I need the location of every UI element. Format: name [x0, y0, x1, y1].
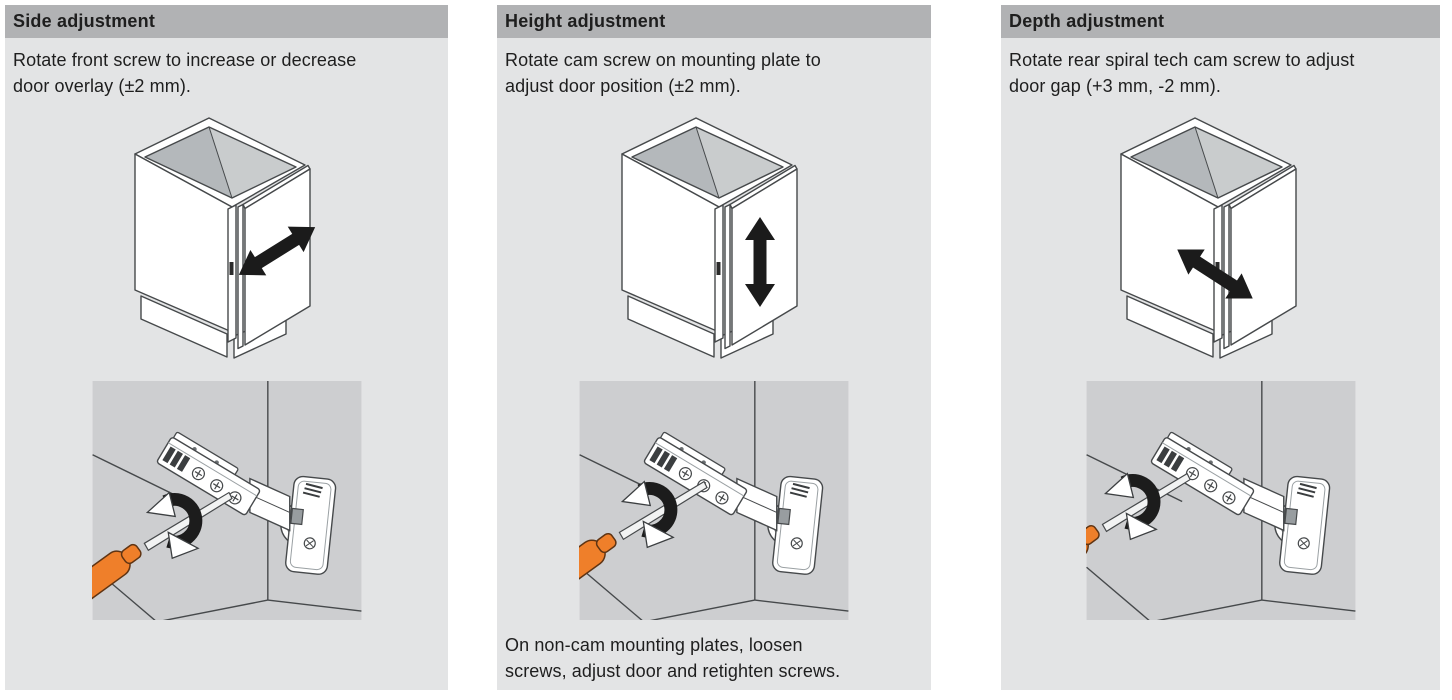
- hinge-illustration-height: [579, 381, 849, 620]
- cabinet-illustration-height: [621, 117, 798, 359]
- description-line: adjust door position (±2 mm).: [505, 76, 741, 96]
- panel-description: Rotate front screw to increase or decrea…: [13, 47, 440, 99]
- panel-title: Depth adjustment: [1001, 5, 1440, 38]
- panel-description: Rotate rear spiral tech cam screw to adj…: [1009, 47, 1432, 99]
- note-line: screws, adjust door and retighten screws…: [505, 661, 841, 681]
- description-line: Rotate front screw to increase or decrea…: [13, 50, 357, 70]
- panel-height-adjustment: Height adjustment Rotate cam screw on mo…: [497, 5, 931, 690]
- panel-side-adjustment: Side adjustment Rotate front screw to in…: [5, 5, 448, 690]
- panel-depth-adjustment: Depth adjustment Rotate rear spiral tech…: [1001, 5, 1440, 690]
- cabinet-illustration-side: [133, 117, 323, 359]
- panel-title: Side adjustment: [5, 5, 448, 38]
- description-line: Rotate rear spiral tech cam screw to adj…: [1009, 50, 1355, 70]
- hinge-illustration-side: [91, 381, 362, 620]
- panel-title: Height adjustment: [497, 5, 931, 38]
- description-line: door gap (+3 mm, -2 mm).: [1009, 76, 1221, 96]
- description-line: Rotate cam screw on mounting plate to: [505, 50, 821, 70]
- description-line: door overlay (±2 mm).: [13, 76, 192, 96]
- panel-description: Rotate cam screw on mounting plate to ad…: [505, 47, 923, 99]
- hinge-illustration-depth: [1085, 381, 1356, 620]
- cabinet-illustration-depth: [1119, 117, 1297, 359]
- panel-note: On non-cam mounting plates, loosen screw…: [505, 632, 923, 684]
- note-line: On non-cam mounting plates, loosen: [505, 635, 803, 655]
